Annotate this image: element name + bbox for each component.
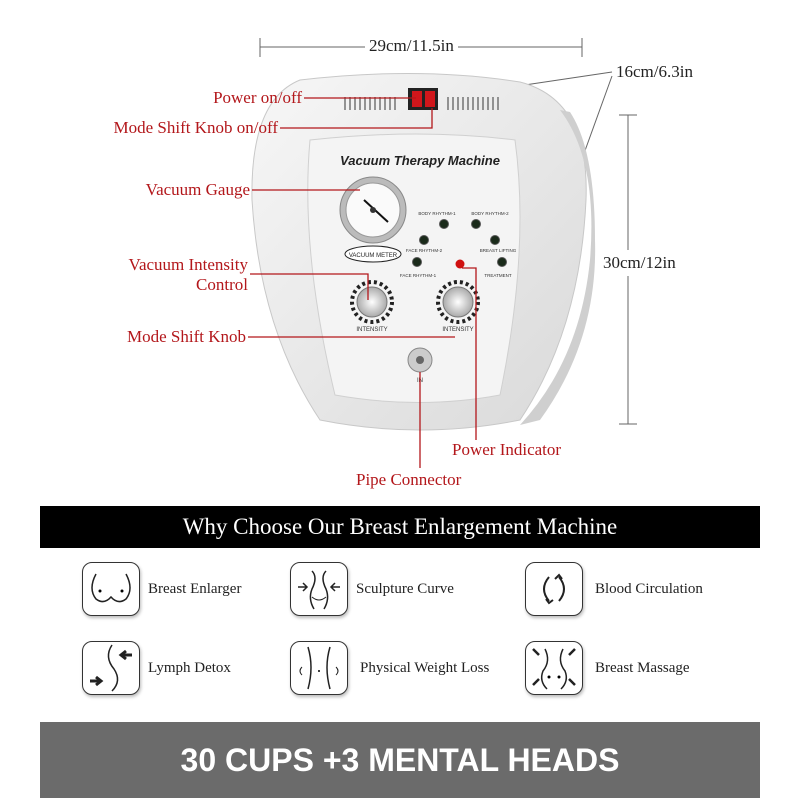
svg-text:INTENSITY: INTENSITY xyxy=(356,327,387,333)
svg-text:BODY RHYTHM-2: BODY RHYTHM-2 xyxy=(471,211,509,216)
massage-arrows-icon xyxy=(525,641,583,695)
power-indicator-led xyxy=(455,259,465,269)
body-curve-arrows-icon xyxy=(82,641,140,695)
callout-vacuum-intensity: Vacuum Intensity Control xyxy=(128,255,248,294)
callout-power-indicator: Power Indicator xyxy=(452,440,562,459)
callout-pipe-connector: Pipe Connector xyxy=(356,470,462,489)
features-heading: Why Choose Our Breast Enlargement Machin… xyxy=(40,506,760,548)
svg-text:FACE RHYTHM-1: FACE RHYTHM-1 xyxy=(400,273,437,278)
callout-power-switch: Power on/off xyxy=(213,88,302,107)
slim-waist-icon xyxy=(290,641,348,695)
machine-title: Vacuum Therapy Machine xyxy=(340,153,500,168)
svg-text:TREATMENT: TREATMENT xyxy=(484,273,511,278)
feature-item: Physical Weight Loss xyxy=(290,641,489,695)
width-dimension: 29cm/11.5in xyxy=(365,36,458,56)
footer-banner: 30 CUPS +3 MENTAL HEADS xyxy=(40,722,760,798)
svg-text:BODY RHYTHM-1: BODY RHYTHM-1 xyxy=(418,211,456,216)
vacuum-therapy-machine: Vacuum Therapy Machine VACUUM METER BODY… xyxy=(248,72,596,468)
vent-right xyxy=(447,97,499,110)
svg-text:INTENSITY: INTENSITY xyxy=(442,327,473,333)
power-switch xyxy=(412,91,422,107)
feature-item: Breast Enlarger xyxy=(82,562,241,616)
vacuum-intensity-knob xyxy=(356,286,388,318)
intensity-knob-scale xyxy=(350,280,394,324)
circulation-arrows-icon xyxy=(525,562,583,616)
callout-mode-switch: Mode Shift Knob on/off xyxy=(113,118,279,137)
mode-switch xyxy=(425,91,435,107)
feature-item: Blood Circulation xyxy=(525,562,703,616)
feature-item: Lymph Detox xyxy=(82,641,231,695)
svg-text:BREAST LIFTING: BREAST LIFTING xyxy=(480,248,517,253)
mode-shift-knob xyxy=(442,286,474,318)
waist-icon xyxy=(290,562,348,616)
svg-text:FACE RHYTHM-2: FACE RHYTHM-2 xyxy=(406,248,443,253)
height-dimension: 30cm/12in xyxy=(603,250,676,276)
svg-text:VACUUM METER: VACUUM METER xyxy=(349,253,398,259)
callout-vacuum-gauge: Vacuum Gauge xyxy=(145,180,250,199)
callout-mode-shift-knob: Mode Shift Knob xyxy=(127,327,246,346)
vent-left xyxy=(344,97,396,110)
feature-item: Sculpture Curve xyxy=(290,562,454,616)
breast-icon xyxy=(82,562,140,616)
feature-item: Breast Massage xyxy=(525,641,690,695)
depth-dimension: 16cm/6.3in xyxy=(616,62,693,81)
